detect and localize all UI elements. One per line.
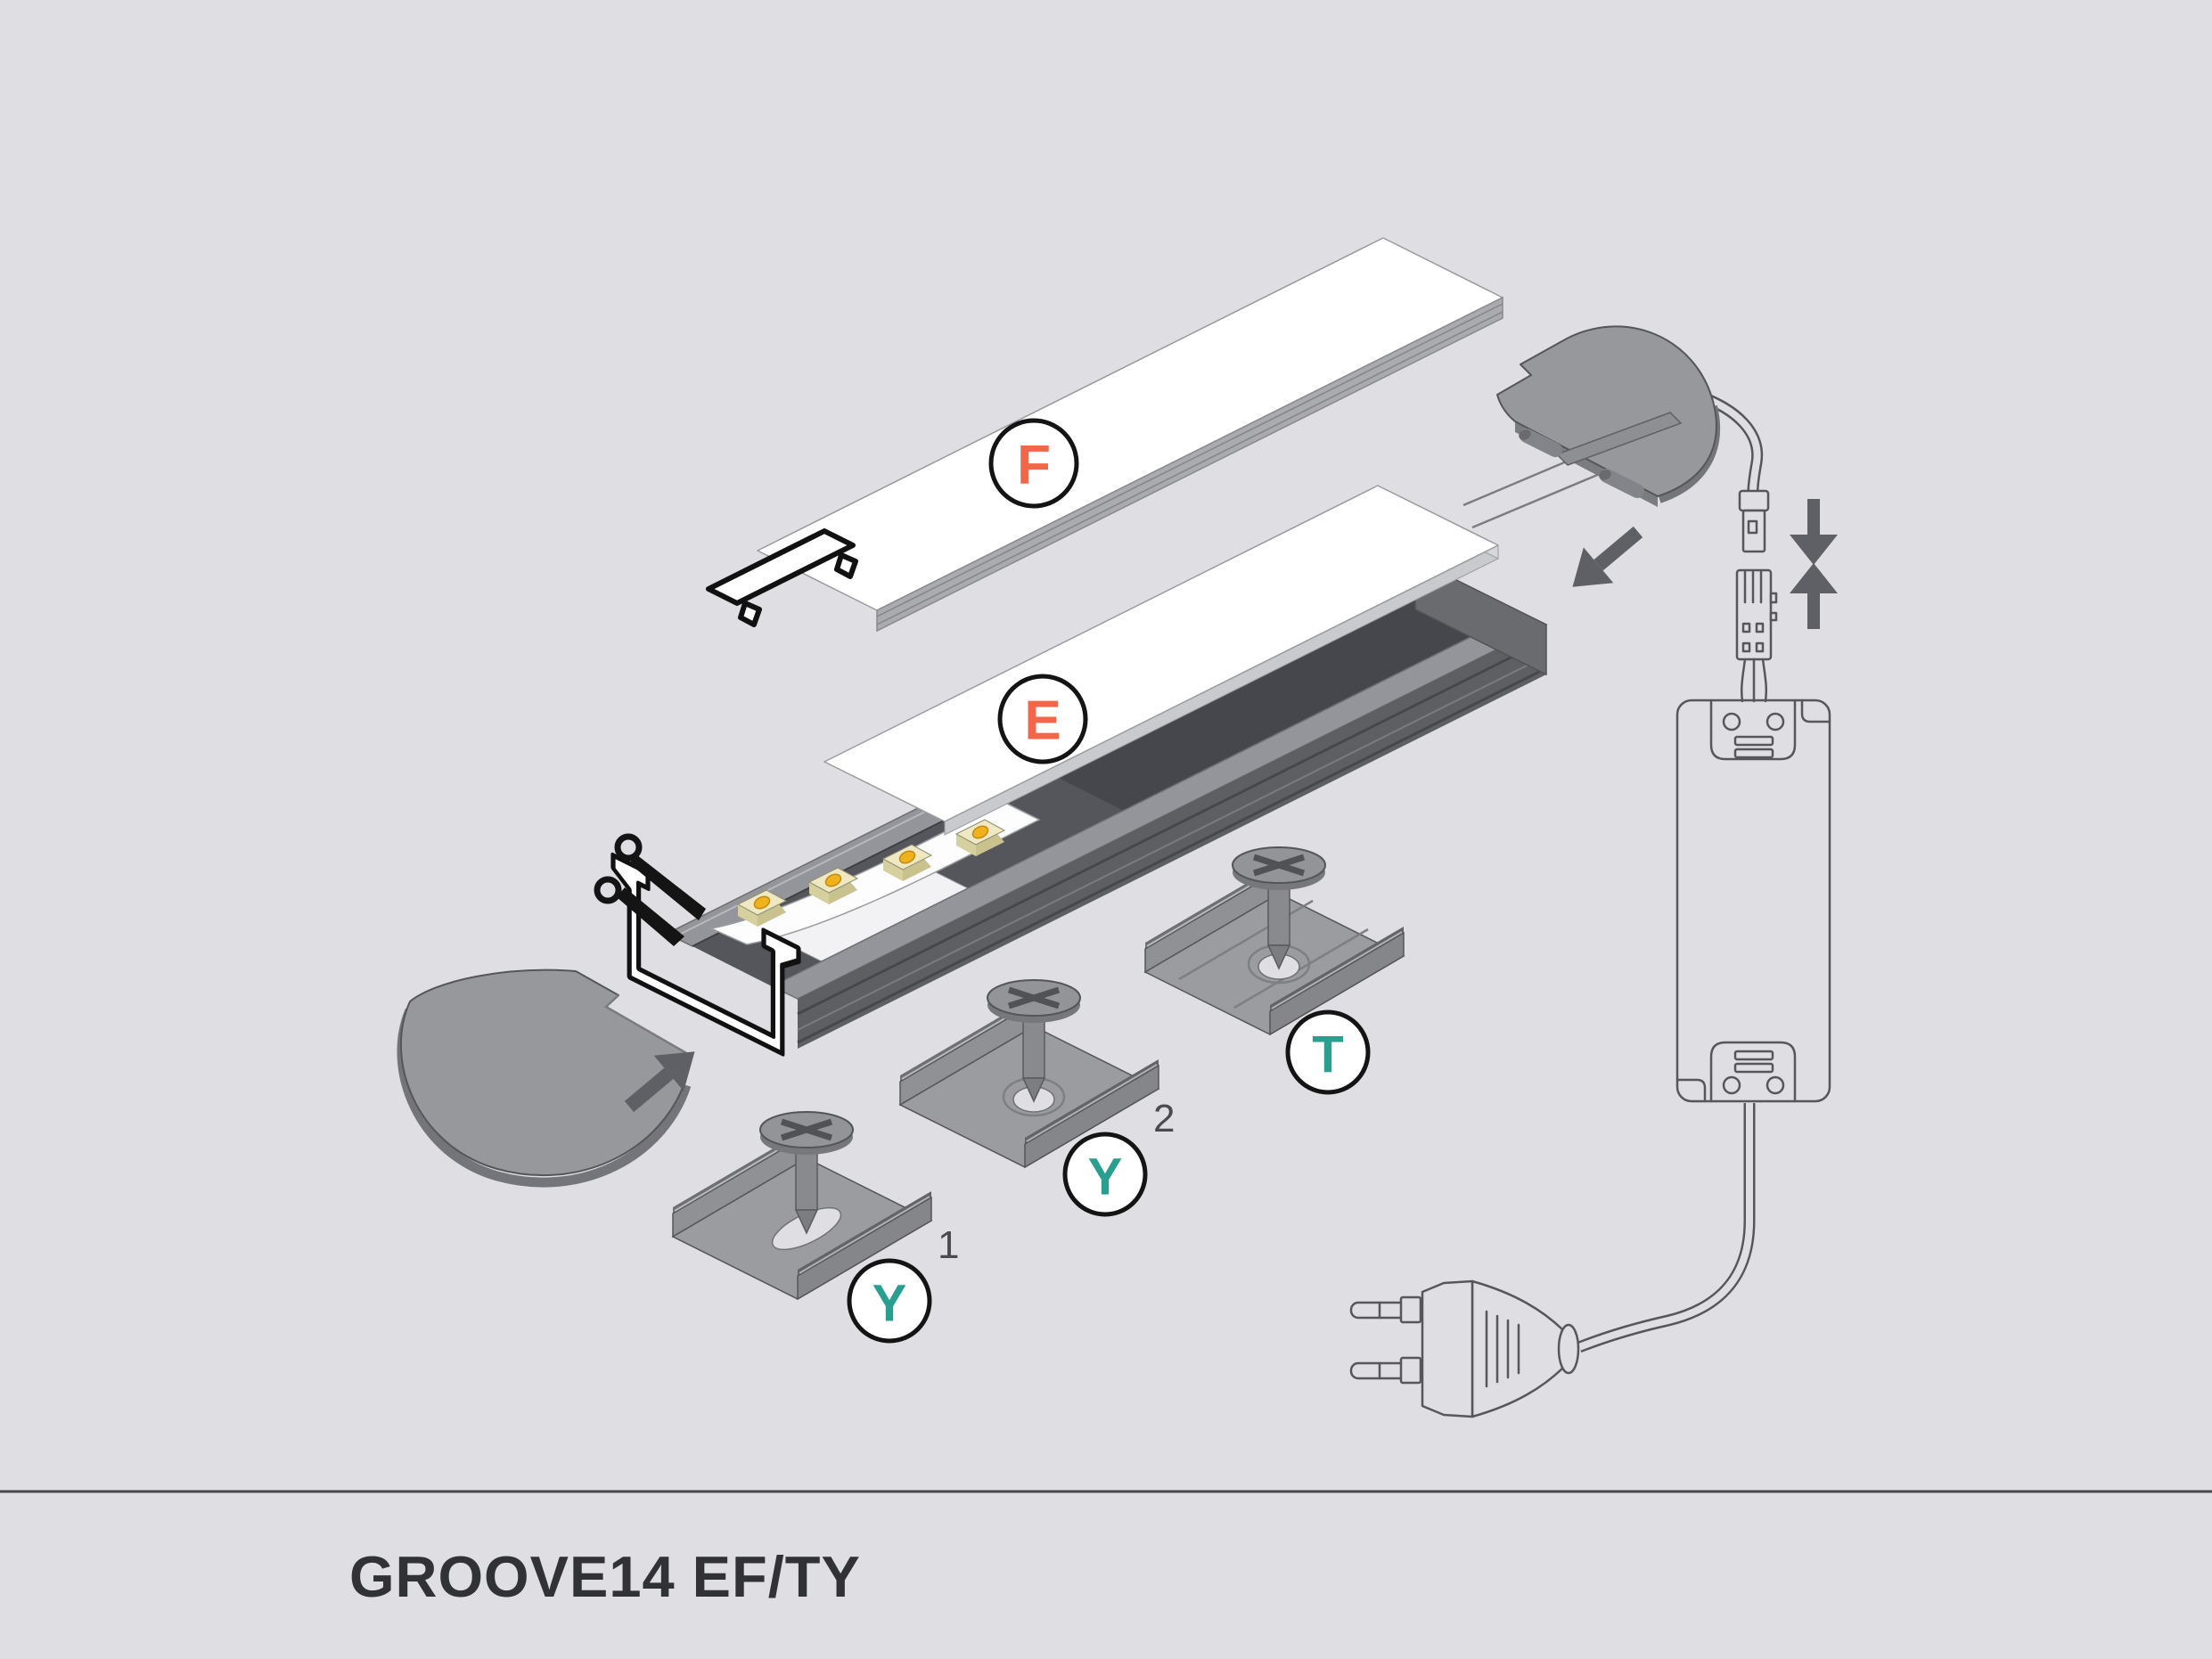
profile-cross-section xyxy=(610,852,801,1057)
mounting-bracket-t xyxy=(1143,846,1405,1036)
led-strip xyxy=(709,801,1041,965)
arrow-plug-up-icon xyxy=(1790,563,1838,629)
arrow-endcap-right-icon xyxy=(1572,526,1643,587)
end-cap-right xyxy=(1496,325,1721,507)
cover-e-letter: E xyxy=(1024,691,1061,752)
psu-ear xyxy=(1675,1078,1707,1103)
endcap-pin xyxy=(1519,429,1562,457)
eu-plug xyxy=(1349,1279,1580,1418)
led-chip xyxy=(736,889,788,927)
bracket-y1-label: Y 1 xyxy=(847,1223,959,1344)
endcap-pin xyxy=(1599,469,1644,498)
scissors-icon xyxy=(594,833,706,946)
diffuser-cover-e xyxy=(823,485,1499,836)
arrow-plug-down-icon xyxy=(1790,499,1838,565)
mounting-bracket-y2 xyxy=(898,979,1160,1169)
bracket-screw xyxy=(987,979,1081,1103)
diffuser-cover-f xyxy=(706,237,1503,633)
bracket-y1-letter: Y xyxy=(873,1275,907,1333)
bracket-y2-letter: Y xyxy=(1088,1148,1123,1206)
bracket-screw xyxy=(759,1111,854,1235)
page-title: GROOVE14 EF/TY xyxy=(349,1544,861,1609)
bracket-y2-superscript: 2 xyxy=(1153,1097,1175,1140)
led-chip xyxy=(954,819,1006,856)
bracket-t-letter: T xyxy=(1312,1026,1343,1084)
endcap-cable xyxy=(1688,387,1764,492)
endcap-blade xyxy=(1555,412,1683,466)
cover-f-letter: F xyxy=(1017,435,1051,496)
mains-cord xyxy=(1577,1103,1756,1353)
bracket-y2-label: Y 2 xyxy=(1062,1097,1175,1217)
power-supply xyxy=(1675,699,1831,1103)
led-chip xyxy=(807,867,859,904)
end-cap-left xyxy=(397,968,692,1188)
bracket-screw xyxy=(1232,846,1326,970)
connector-female xyxy=(1738,489,1770,553)
connector-male xyxy=(1735,568,1778,703)
bracket-t-label: T xyxy=(1285,1009,1371,1095)
cover-f-label: F xyxy=(988,418,1079,509)
psu-ear xyxy=(1800,699,1831,723)
mounting-bracket-y1 xyxy=(671,1111,933,1301)
bracket-y1-superscript: 1 xyxy=(938,1223,959,1267)
arrow-endcap-left-icon xyxy=(624,1051,695,1113)
led-chip xyxy=(881,844,933,881)
cover-f-cross-section xyxy=(706,528,858,627)
cover-e-label: E xyxy=(997,674,1088,764)
